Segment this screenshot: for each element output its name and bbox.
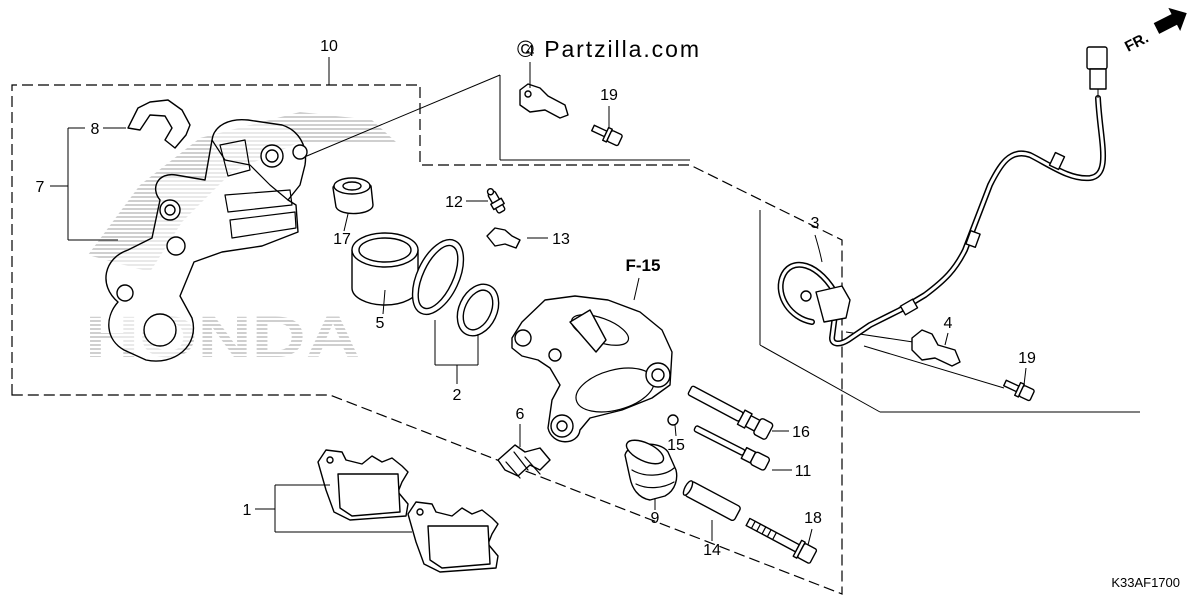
part-sensor-bracket-right	[911, 329, 961, 367]
part-sensor-bracket-top	[519, 83, 569, 119]
callout-4-top: 4	[526, 43, 535, 60]
direction-label: FR.	[1122, 29, 1151, 55]
sensor-connector	[1086, 46, 1108, 70]
callout-10: 10	[320, 38, 338, 55]
part-bolt-right	[1003, 379, 1035, 402]
part-bushing	[332, 177, 374, 215]
callouts: 10 4 19 8 7 12 13 3 17 F-15 5 4 19 2 6 1…	[36, 38, 1036, 559]
callout-7: 7	[36, 179, 45, 196]
leader-lines	[50, 57, 1027, 546]
callout-15: 15	[667, 437, 685, 454]
part-slide-pin-16	[687, 385, 774, 440]
reference-label: F-15	[626, 256, 661, 275]
callout-1: 1	[243, 502, 252, 519]
callout-17: 17	[333, 231, 351, 248]
callout-9: 9	[651, 510, 660, 527]
callout-18: 18	[804, 510, 822, 527]
callout-12: 12	[445, 194, 463, 211]
part-caliper-body	[511, 295, 673, 443]
callout-13: 13	[552, 231, 570, 248]
part-slide-pin-11	[693, 425, 771, 471]
callout-19-top: 19	[600, 87, 618, 104]
part-brake-pads	[317, 449, 499, 573]
callout-11: 11	[795, 463, 812, 480]
brake-pad-rear	[407, 501, 499, 573]
part-speed-sensor	[777, 46, 1108, 347]
callout-5: 5	[376, 315, 385, 332]
copyright-text: © Partzilla.com	[517, 36, 699, 62]
part-bolt-top	[591, 124, 623, 147]
part-boot	[624, 439, 678, 501]
callout-19-right: 19	[1018, 350, 1036, 367]
brake-pad-front	[317, 449, 409, 521]
front-arrow-icon: FR.	[1122, 7, 1187, 56]
part-caliper-bracket	[105, 118, 308, 362]
callout-16: 16	[792, 424, 810, 441]
part-bleeder	[486, 188, 506, 214]
part-sleeve	[682, 480, 741, 521]
callout-14: 14	[703, 542, 721, 559]
callout-3: 3	[811, 215, 820, 232]
callout-8: 8	[91, 121, 100, 138]
part-piston-seals	[411, 238, 500, 337]
callout-2: 2	[453, 387, 462, 404]
callout-6: 6	[516, 406, 525, 423]
part-clip	[127, 99, 191, 149]
part-caliper-bolt	[745, 517, 818, 564]
part-pad-spring	[497, 444, 551, 479]
diagram-code: K33AF1700	[1111, 575, 1180, 590]
part-bleeder-cap	[486, 227, 521, 249]
part-cap	[667, 414, 679, 426]
sub-assembly-box-top	[301, 74, 690, 161]
part-piston	[351, 232, 419, 306]
callout-4-right: 4	[944, 315, 953, 332]
